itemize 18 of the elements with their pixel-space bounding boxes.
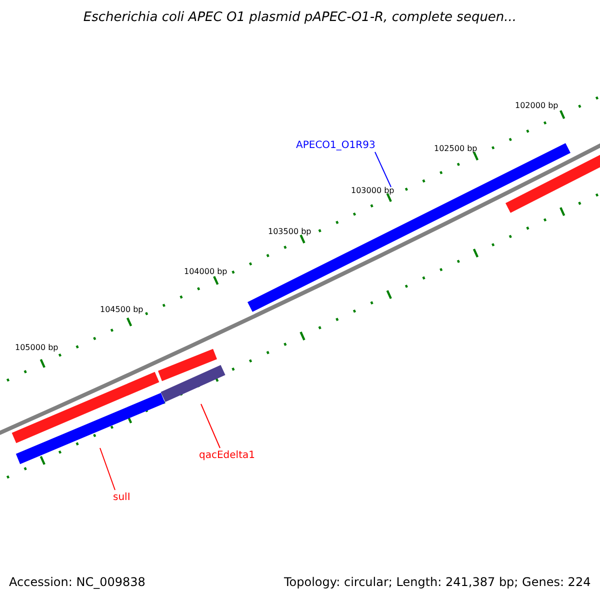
gene-bar — [16, 392, 166, 464]
gene-label: qacEdelta1 — [199, 450, 255, 461]
gene-label: APECO1_O1R93 — [296, 140, 376, 151]
gene-label: sulI — [113, 492, 130, 503]
leader-line — [374, 152, 392, 188]
leader-line — [200, 404, 220, 448]
leader-line — [100, 448, 116, 490]
summary-text: Topology: circular; Length: 241,387 bp; Genes: 224 — [284, 576, 591, 590]
position-label: 102500 bp — [434, 145, 478, 154]
position-label: 105000 bp — [15, 344, 58, 353]
gene-bar — [160, 365, 226, 402]
accession-text: Accession: NC_009838 — [9, 576, 146, 590]
position-label: 104500 bp — [100, 306, 144, 315]
title: Escherichia coli APEC O1 plasmid pAPEC-O1-R, complete sequen... — [82, 11, 518, 26]
position-label: 104000 bp — [184, 268, 228, 277]
position-label: 102000 bp — [515, 102, 558, 111]
position-label: 103000 bp — [351, 187, 394, 196]
position-label: 103500 bp — [268, 228, 312, 237]
